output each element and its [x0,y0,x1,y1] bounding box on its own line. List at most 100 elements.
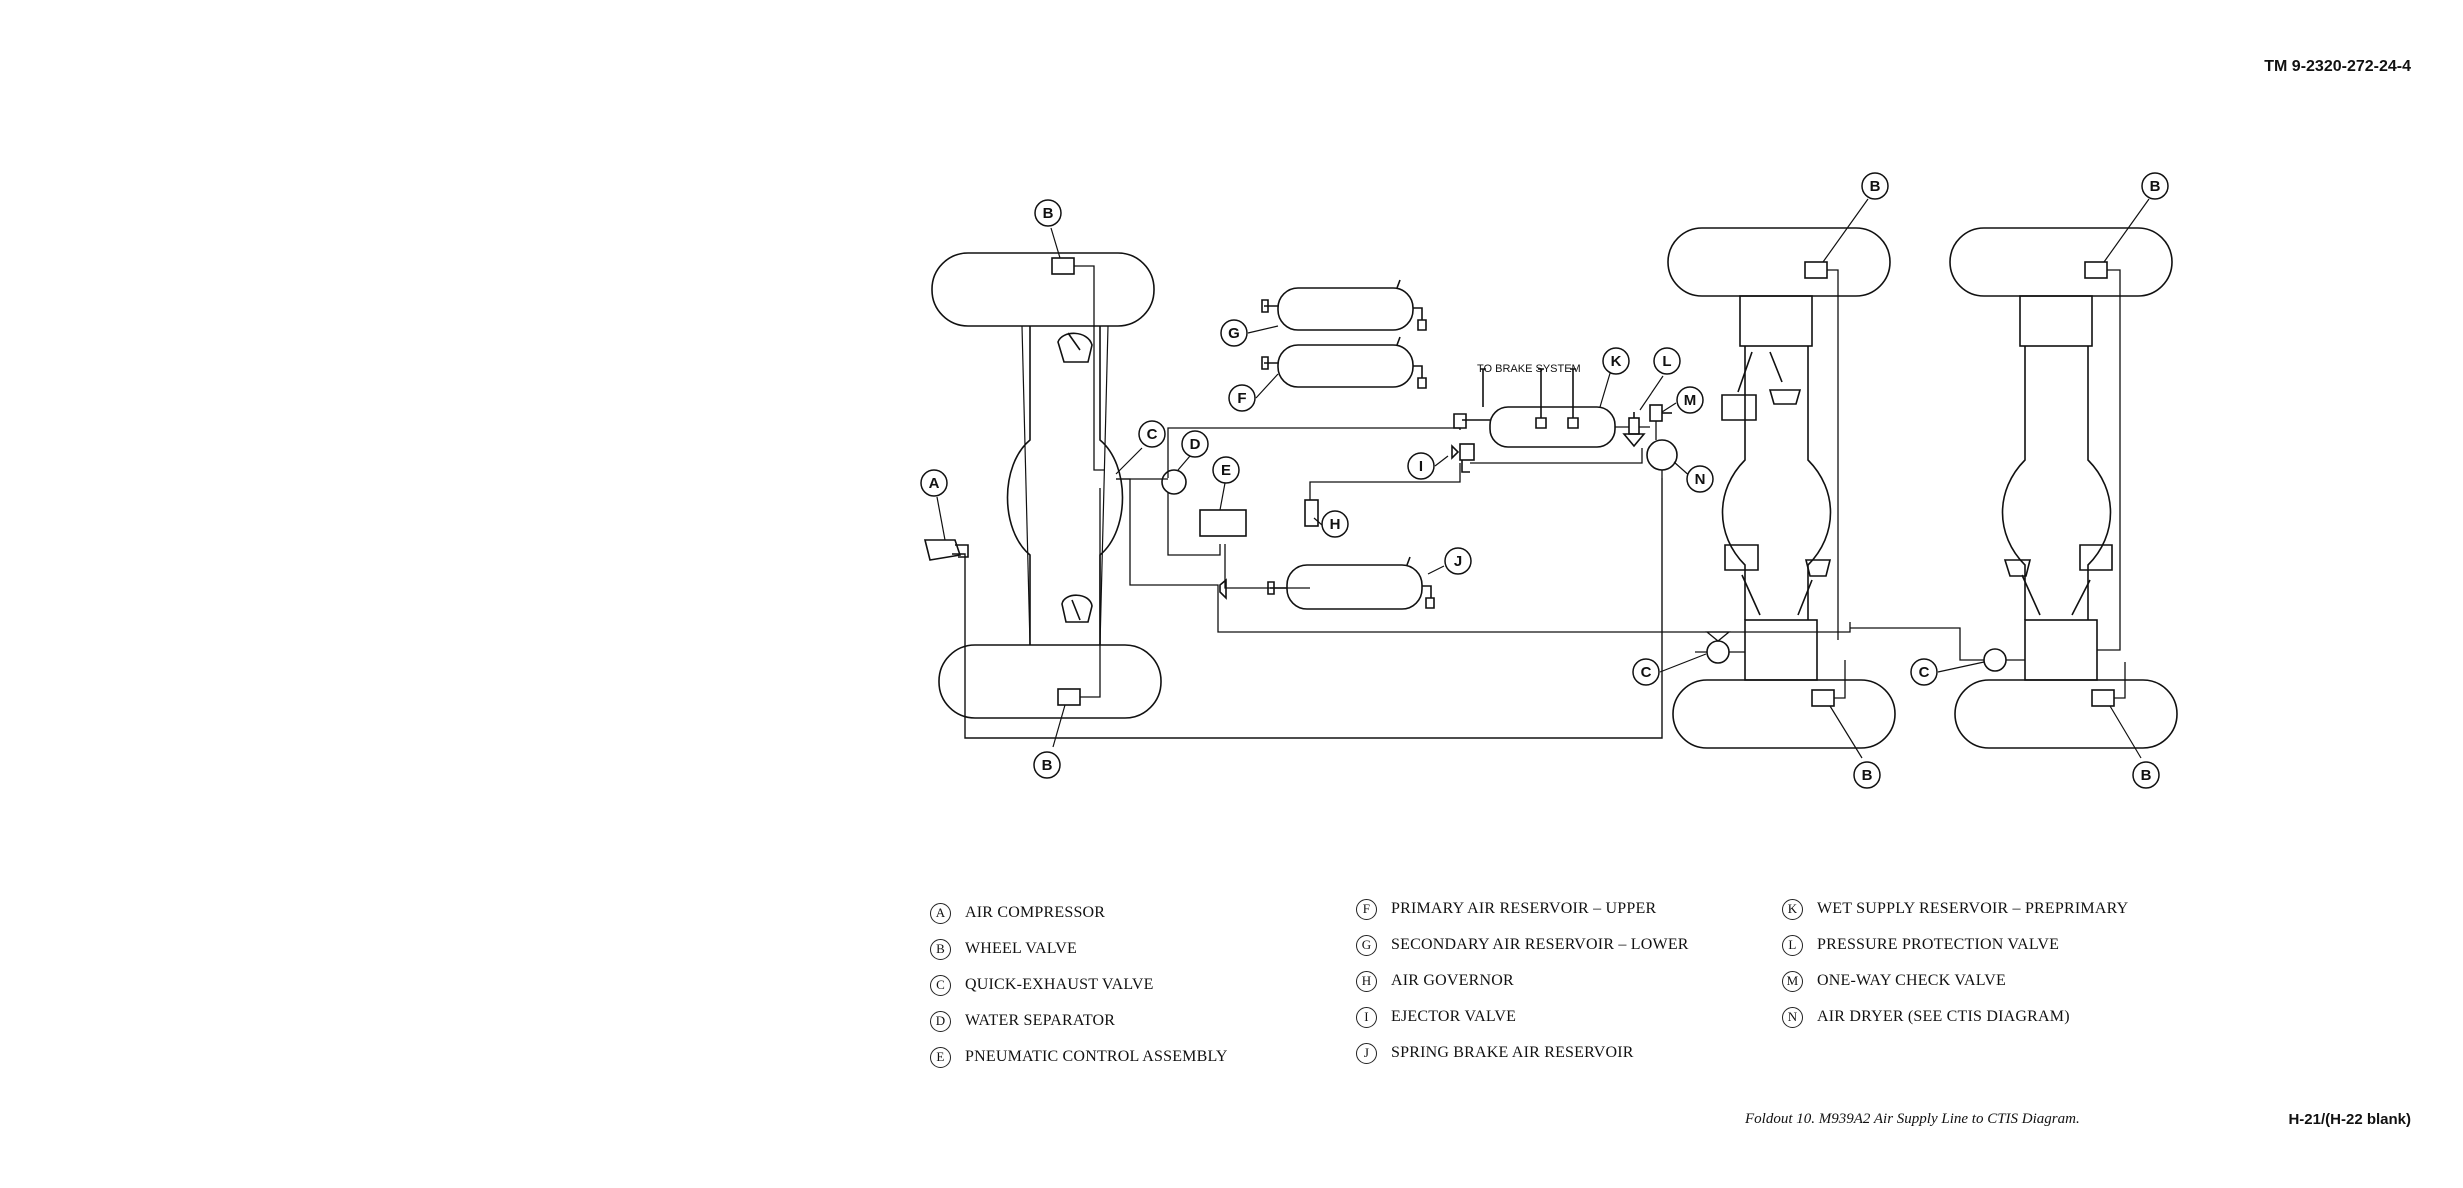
legend-item-l: L PRESSURE PROTECTION VALVE [1782,927,2128,963]
legend-label: AIR DRYER (SEE CTIS DIAGRAM) [1817,1008,2070,1025]
legend-key: G [1356,934,1377,956]
front-lower-knuckle [1061,594,1093,623]
forward-rear-differential-top [1739,295,1813,347]
legend-key: E [930,1046,951,1068]
front-right-tire [938,644,1162,719]
legend-label: PNEUMATIC CONTROL ASSEMBLY [965,1048,1228,1065]
legend-key: M [1782,970,1803,992]
ejector-valve [1451,443,1475,473]
legend-label: SECONDARY AIR RESERVOIR – LOWER [1391,936,1689,953]
legend-item-m: M ONE-WAY CHECK VALVE [1782,963,2128,999]
callout-k: K [1602,347,1630,375]
callout-b: B [1853,761,1881,789]
wheel-valve-rear1-right [1811,689,1835,707]
svg-text:J: J [1454,553,1462,570]
svg-text:C: C [1641,664,1652,681]
legend-item-d: D WATER SEPARATOR [930,1003,1228,1039]
line-compressor-to-front [952,478,1663,739]
svg-text:B: B [1862,767,1873,784]
callout-f: F [1228,384,1256,412]
legend-label: QUICK-EXHAUST VALVE [965,976,1154,993]
legend-label: PRESSURE PROTECTION VALVE [1817,936,2060,953]
legend-key: B [930,938,951,960]
legend-label: AIR COMPRESSOR [965,904,1106,921]
callout-m: M [1676,386,1704,414]
callout-b: B [1034,199,1062,227]
svg-text:C: C [1919,664,1930,681]
callout-i: I [1407,452,1435,480]
svg-text:L: L [1662,353,1671,370]
legend-label: WATER SEPARATOR [965,1012,1116,1029]
callout-leaders [936,198,2150,759]
wheel-valve-front-right [1057,688,1081,706]
line-b-rear2 [2097,269,2126,699]
forward-rear-right-tire [1672,679,1896,749]
forward-rear-axle-housing [1721,346,1832,620]
callout-c: C [1632,658,1660,686]
document-number: TM 9-2320-272-24-4 [2264,58,2411,75]
quick-exhaust-rear1 [1706,640,1730,664]
callout-c: C [1138,420,1166,448]
callout-h: H [1321,510,1349,538]
front-axle-housing [1006,326,1124,645]
svg-text:I: I [1419,458,1423,475]
svg-text:E: E [1221,462,1231,479]
callout-b: B [2141,172,2169,200]
svg-text:F: F [1237,390,1246,407]
callout-e: E [1212,456,1240,484]
line-h-to-i [1309,448,1643,500]
callout-n: N [1686,465,1714,493]
legend-label: ONE-WAY CHECK VALVE [1817,972,2007,989]
pressure-protection-valve [1622,412,1646,448]
line-b-left [1074,265,1104,698]
rear-rear-differential-top [2019,295,2093,347]
water-separator [1161,469,1187,495]
svg-text:N: N [1695,471,1706,488]
forward-rear-left-tire [1667,227,1891,297]
svg-text:B: B [1043,205,1054,222]
legend-item-g: G SECONDARY AIR RESERVOIR – LOWER [1356,927,1689,963]
rear-rear-axle-housing [2001,346,2112,620]
legend-item-n: N AIR DRYER (SEE CTIS DIAGRAM) [1782,999,2128,1035]
callout-d: D [1181,430,1209,458]
legend-key: C [930,974,951,996]
figure-caption: Foldout 10. M939A2 Air Supply Line to CT… [1745,1111,2080,1127]
svg-text:B: B [1870,178,1881,195]
legend-key: N [1782,1006,1803,1028]
callout-b: B [1033,751,1061,779]
line-d-to-e [1188,544,1221,556]
svg-text:M: M [1684,392,1697,409]
secondary-air-reservoir [1261,279,1427,331]
svg-text:B: B [2150,178,2161,195]
svg-text:H: H [1330,516,1341,533]
air-dryer [1646,439,1678,471]
forward-rear-differential-bottom [1744,619,1818,681]
legend-key: A [930,902,951,924]
svg-text:A: A [929,475,940,492]
callout-g: G [1220,319,1248,347]
rear-rear-differential-bottom [2024,619,2098,681]
wheel-valve-rear2-right [2091,689,2115,707]
legend-item-e: E PNEUMATIC CONTROL ASSEMBLY [930,1039,1228,1075]
svg-text:B: B [1042,757,1053,774]
line-d-loop [1167,427,1461,556]
rear1-lower-chambers [1724,544,1832,616]
callout-c: C [1910,658,1938,686]
legend-key: D [930,1010,951,1032]
legend-label: AIR GOVERNOR [1391,972,1514,989]
legend-key: H [1356,970,1377,992]
wheel-valve-rear1-left [1804,261,1828,279]
svg-text:C: C [1147,426,1158,443]
legend-item-h: H AIR GOVERNOR [1356,963,1689,999]
callout-a: A [920,469,948,497]
legend-key: L [1782,934,1803,956]
to-brake-system-label: TO BRAKE SYSTEM [1477,363,1581,375]
primary-air-reservoir [1261,336,1427,389]
legend-item-a: A AIR COMPRESSOR [930,895,1228,931]
legend-key: I [1356,1006,1377,1028]
legend-label: SPRING BRAKE AIR RESERVOIR [1391,1044,1634,1061]
